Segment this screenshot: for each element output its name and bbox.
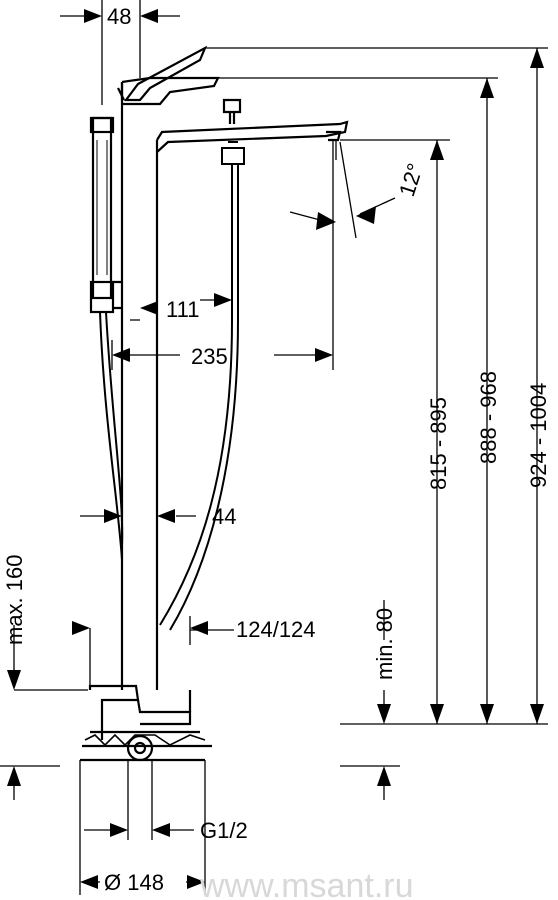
dim-spout-angle: 12°	[394, 160, 428, 199]
watermark-text: www.msant.ru	[199, 867, 414, 900]
riser-pipe	[120, 82, 159, 690]
lever-handle	[123, 45, 208, 102]
shower-hose	[99, 141, 245, 631]
dim-riser-offset: 111	[166, 297, 199, 322]
floor-base	[80, 684, 212, 762]
dim-spout-height: 815 - 895	[426, 397, 451, 490]
dim-cover-plate: 124/124	[236, 617, 316, 642]
dim-base-diameter: Ø 148	[104, 870, 164, 895]
dim-body-height: 888 - 968	[476, 371, 501, 464]
dim-min-height: min. 80	[372, 608, 397, 680]
dimension-arrows	[7, 9, 544, 889]
hand-shower	[89, 116, 122, 314]
dim-connection: G1/2	[200, 818, 248, 843]
dim-projection: 235	[191, 344, 228, 369]
dim-total-height: 924 - 1004	[526, 383, 551, 488]
diverter-knob	[222, 98, 242, 124]
dim-hose-diameter: 44	[212, 504, 236, 529]
dim-max-height: max. 160	[2, 555, 27, 646]
dim-spout-width: 48	[107, 4, 131, 29]
faucet-body	[117, 45, 349, 690]
